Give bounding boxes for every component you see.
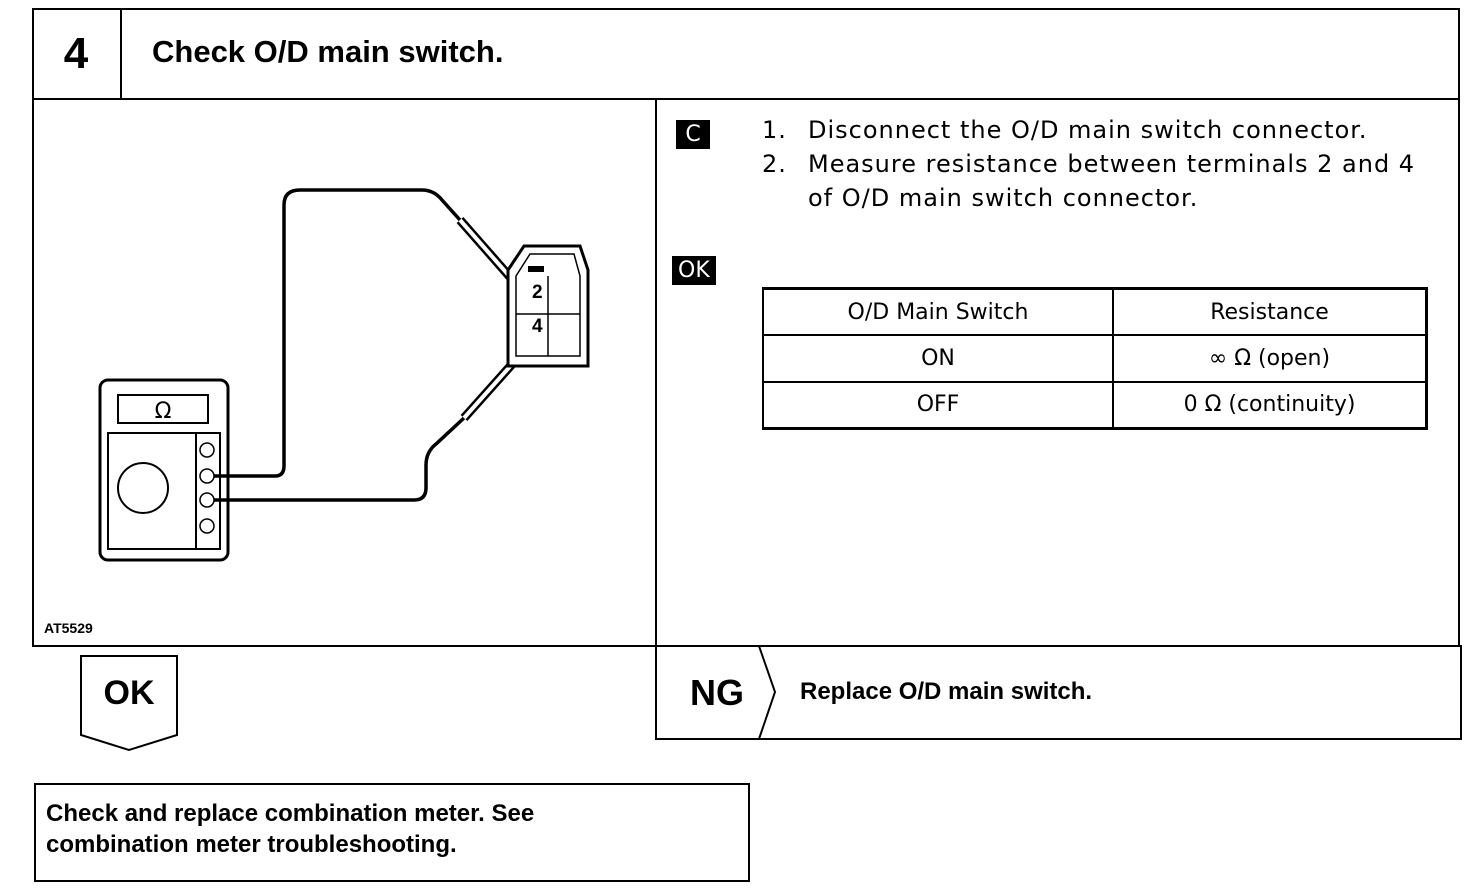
ohmmeter-illustration: Ω 2 4 [98, 188, 590, 562]
ohmmeter-jack [199, 518, 215, 534]
instruction-text-continued: of O/D main switch connector. [808, 184, 1199, 212]
ok-label: OK [103, 674, 155, 712]
table-cell: ∞ Ω (open) [1112, 334, 1428, 383]
ok-action-box [34, 783, 750, 882]
instruction-number: 2. [762, 150, 787, 178]
ohmmeter-dial [117, 462, 169, 514]
instruction-text: Measure resistance between terminals 2 a… [808, 150, 1416, 178]
switch-connector [506, 244, 590, 368]
ohmmeter-jack [199, 442, 215, 458]
instruction-number: 1. [762, 116, 787, 144]
condition-badge: C [676, 120, 710, 149]
ng-branch-box [655, 645, 1462, 740]
ok-action-line: Check and replace combination meter. See [46, 800, 535, 827]
step-header [32, 8, 1460, 100]
test-lead-upper [214, 188, 462, 478]
table-cell: ON [762, 334, 1114, 383]
step-number: 4 [32, 8, 122, 100]
ohmmeter-display [117, 394, 209, 424]
ok-action-text: Check and replace combination meter. See… [46, 798, 736, 860]
table-cell: OFF [762, 380, 1114, 430]
ohmmeter-jack [199, 468, 215, 484]
ohmmeter-jack [199, 492, 215, 508]
resistance-spec-table: O/D Main Switch Resistance ON ∞ Ω (open)… [762, 287, 1428, 430]
ohmmeter-symbol: Ω [155, 399, 172, 424]
figure-code: AT5529 [44, 620, 93, 636]
ng-action-text: Replace O/D main switch. [800, 678, 1093, 705]
table-header-row: O/D Main Switch Resistance [762, 287, 1428, 337]
ok-action-line: combination meter troubleshooting. [46, 831, 457, 858]
panel-divider [655, 98, 657, 647]
terminal-label-4: 4 [532, 316, 543, 337]
step-title: Check O/D main switch. [152, 34, 504, 69]
ok-spec-badge: OK [672, 256, 716, 285]
column-header: Resistance [1112, 287, 1428, 337]
ng-label: NG [690, 672, 744, 713]
table-cell: 0 Ω (continuity) [1112, 380, 1428, 430]
test-lead-lower [214, 416, 466, 502]
column-header: O/D Main Switch [762, 287, 1114, 337]
table-row: OFF 0 Ω (continuity) [762, 380, 1428, 430]
terminal-label-2: 2 [532, 282, 543, 303]
ok-arrow-icon [80, 655, 178, 752]
ng-chevron-icon [758, 646, 777, 739]
instruction-text: Disconnect the O/D main switch connector… [808, 116, 1368, 144]
table-row: ON ∞ Ω (open) [762, 334, 1428, 383]
